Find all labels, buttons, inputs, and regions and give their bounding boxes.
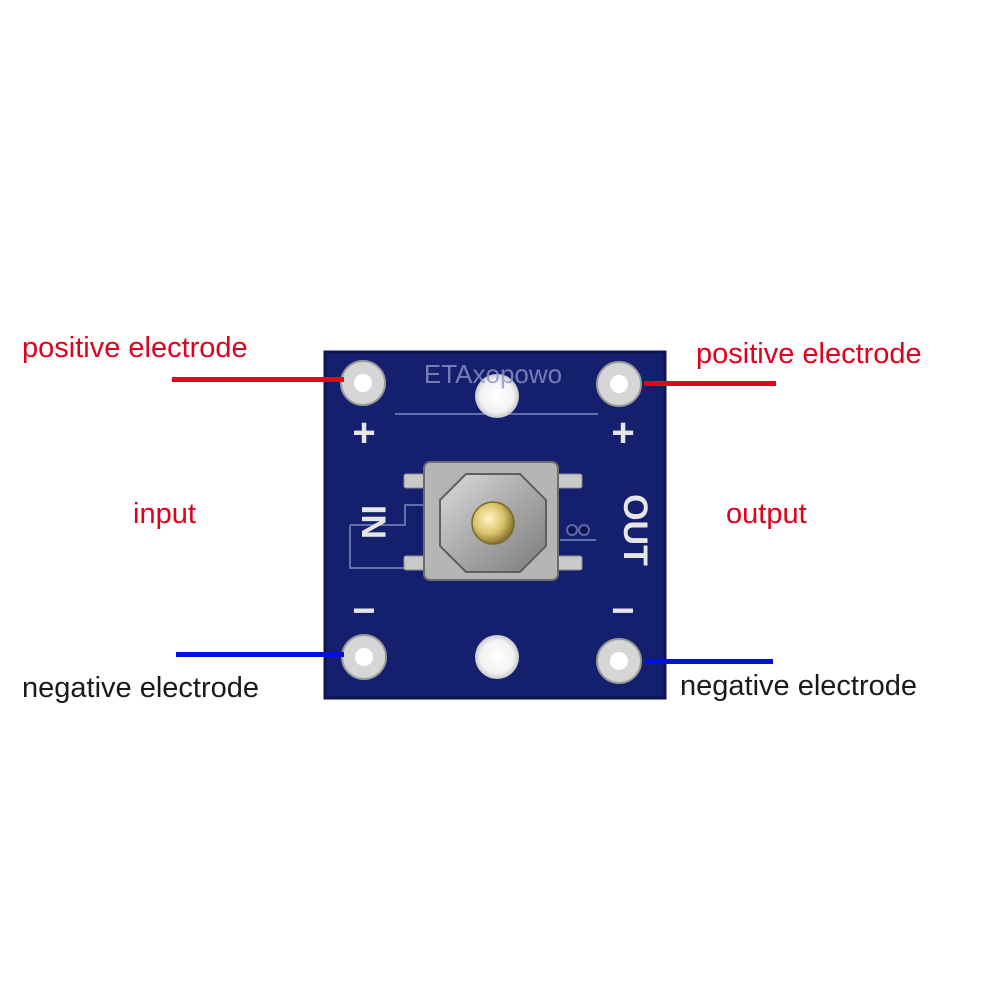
vias	[566, 524, 590, 536]
mount-hole-bottom	[475, 635, 519, 679]
silk-plus-right: +	[611, 411, 634, 455]
positive-right-pointer	[644, 381, 776, 386]
mount-hole-top	[475, 374, 519, 418]
positive-left-label: positive electrode	[22, 332, 248, 364]
positive-left-pointer	[172, 377, 344, 382]
pad-negative-right	[596, 638, 642, 684]
silk-out-label: OUT	[616, 494, 654, 566]
silk-plus-left: +	[352, 411, 375, 455]
output-label: output	[726, 498, 807, 530]
pad-positive-right	[596, 361, 642, 407]
negative-right-pointer	[646, 659, 773, 664]
pad-positive-left	[340, 360, 386, 406]
positive-right-label: positive electrode	[696, 338, 922, 370]
negative-right-label: negative electrode	[680, 670, 917, 702]
silk-minus-left: −	[352, 589, 375, 633]
input-label: input	[133, 498, 196, 530]
pcb-board-edge	[323, 350, 667, 700]
silk-in-label: IN	[354, 505, 392, 539]
negative-left-pointer	[176, 652, 344, 657]
watermark-text: ETAxopowo	[424, 359, 562, 389]
pad-negative-left	[341, 634, 387, 680]
silk-minus-right: −	[611, 589, 634, 633]
negative-left-label: negative electrode	[22, 672, 259, 704]
switch-cap	[471, 501, 515, 545]
